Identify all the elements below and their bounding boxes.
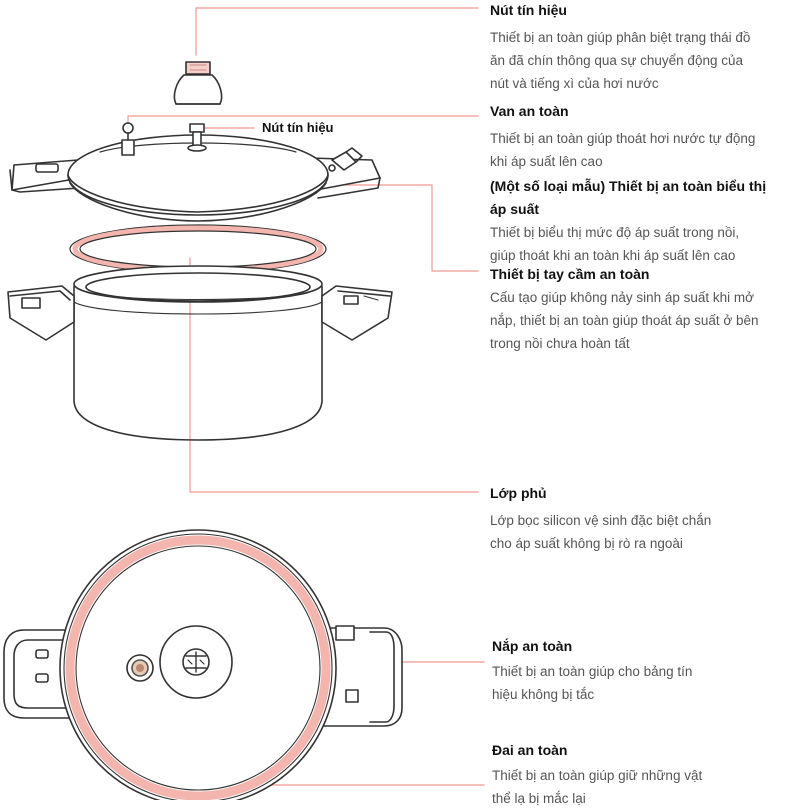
leader-signal-button <box>195 7 479 56</box>
annotation-desc: Thiết bị an toàn giúp giữ những vật thể … <box>492 764 800 810</box>
desc-line: Thiết bị an toàn giúp giữ những vật <box>492 768 703 783</box>
desc-line: nút và tiếng xì của hơi nước <box>490 76 659 91</box>
annotation-safety-cap: Nắp an toàn Thiết bị an toàn giúp cho bả… <box>492 636 800 706</box>
desc-line: nắp, thiết bị an toàn giúp thoát áp suất… <box>490 313 759 328</box>
leader-safety-valve <box>127 115 479 126</box>
signal-button-detail <box>173 61 223 105</box>
leader-gasket <box>189 257 479 493</box>
lid-side-view <box>9 122 381 222</box>
annotation-desc: Thiết bị biểu thị mức độ áp suất trong n… <box>490 221 800 267</box>
desc-line: khi áp suất lên cao <box>490 154 603 169</box>
desc-line: thể lạ bị mắc lại <box>492 791 586 806</box>
annotation-title: Nút tín hiệu <box>490 2 567 18</box>
desc-line: Lớp bọc silicon vệ sinh đặc biệt chắn <box>490 513 712 528</box>
lid-top-view <box>3 529 403 800</box>
desc-line: Thiết bị an toàn giúp thoát hơi nước tự … <box>490 131 756 146</box>
annotation-desc: Cấu tạo giúp không nảy sinh áp suất khi … <box>490 286 800 355</box>
annotation-title: Van an toàn <box>490 103 569 119</box>
annotation-title-cont: áp suất <box>490 201 540 217</box>
desc-line: Cấu tạo giúp không nảy sinh áp suất khi … <box>490 290 755 305</box>
annotation-title: Đai an toàn <box>492 742 568 758</box>
desc-line: trong nồi chưa hoàn tất <box>490 336 630 351</box>
leader-handle-safety <box>344 184 479 272</box>
annotation-handle-safety: Thiết bị tay cầm an toàn Cấu tạo giúp kh… <box>490 264 800 355</box>
desc-line: Thiết bị biểu thị mức độ áp suất trong n… <box>490 225 740 240</box>
desc-line: Thiết bị an toàn giúp cho bảng tín <box>492 664 693 679</box>
lid-signal-button-label: Nút tín hiệu <box>262 120 334 135</box>
annotation-signal-button: Nút tín hiệu Thiết bị an toàn giúp phân … <box>490 0 800 95</box>
annotation-desc: Thiết bị an toàn giúp cho bảng tín hiệu … <box>492 660 800 706</box>
annotation-title: Thiết bị tay cầm an toàn <box>490 266 650 282</box>
desc-line: Thiết bị an toàn giúp phân biệt trạng th… <box>490 30 751 45</box>
annotation-title: Lớp phủ <box>490 485 547 501</box>
annotation-desc: Thiết bị an toàn giúp thoát hơi nước tự … <box>490 127 800 173</box>
annotation-desc: Lớp bọc silicon vệ sinh đặc biệt chắn ch… <box>490 509 800 555</box>
annotation-gasket: Lớp phủ Lớp bọc silicon vệ sinh đặc biệt… <box>490 483 800 555</box>
desc-line: ăn đã chín thông qua sự chuyển động của <box>490 53 743 68</box>
desc-line: giúp thoát khi an toàn khi áp suất lên c… <box>490 248 736 263</box>
annotation-title: (Một số loại mẫu) Thiết bị an toàn biểu … <box>490 178 767 194</box>
annotation-desc: Thiết bị an toàn giúp phân biệt trạng th… <box>490 26 800 95</box>
desc-line: hiệu không bị tắc <box>492 687 595 702</box>
pot-side-view <box>7 265 393 441</box>
annotation-pressure-indicator: (Một số loại mẫu) Thiết bị an toàn biểu … <box>490 176 800 267</box>
annotation-safety-valve: Van an toàn Thiết bị an toàn giúp thoát … <box>490 101 800 173</box>
desc-line: cho áp suất không bị rò ra ngoài <box>490 536 683 551</box>
annotation-title: Nắp an toàn <box>492 638 573 654</box>
